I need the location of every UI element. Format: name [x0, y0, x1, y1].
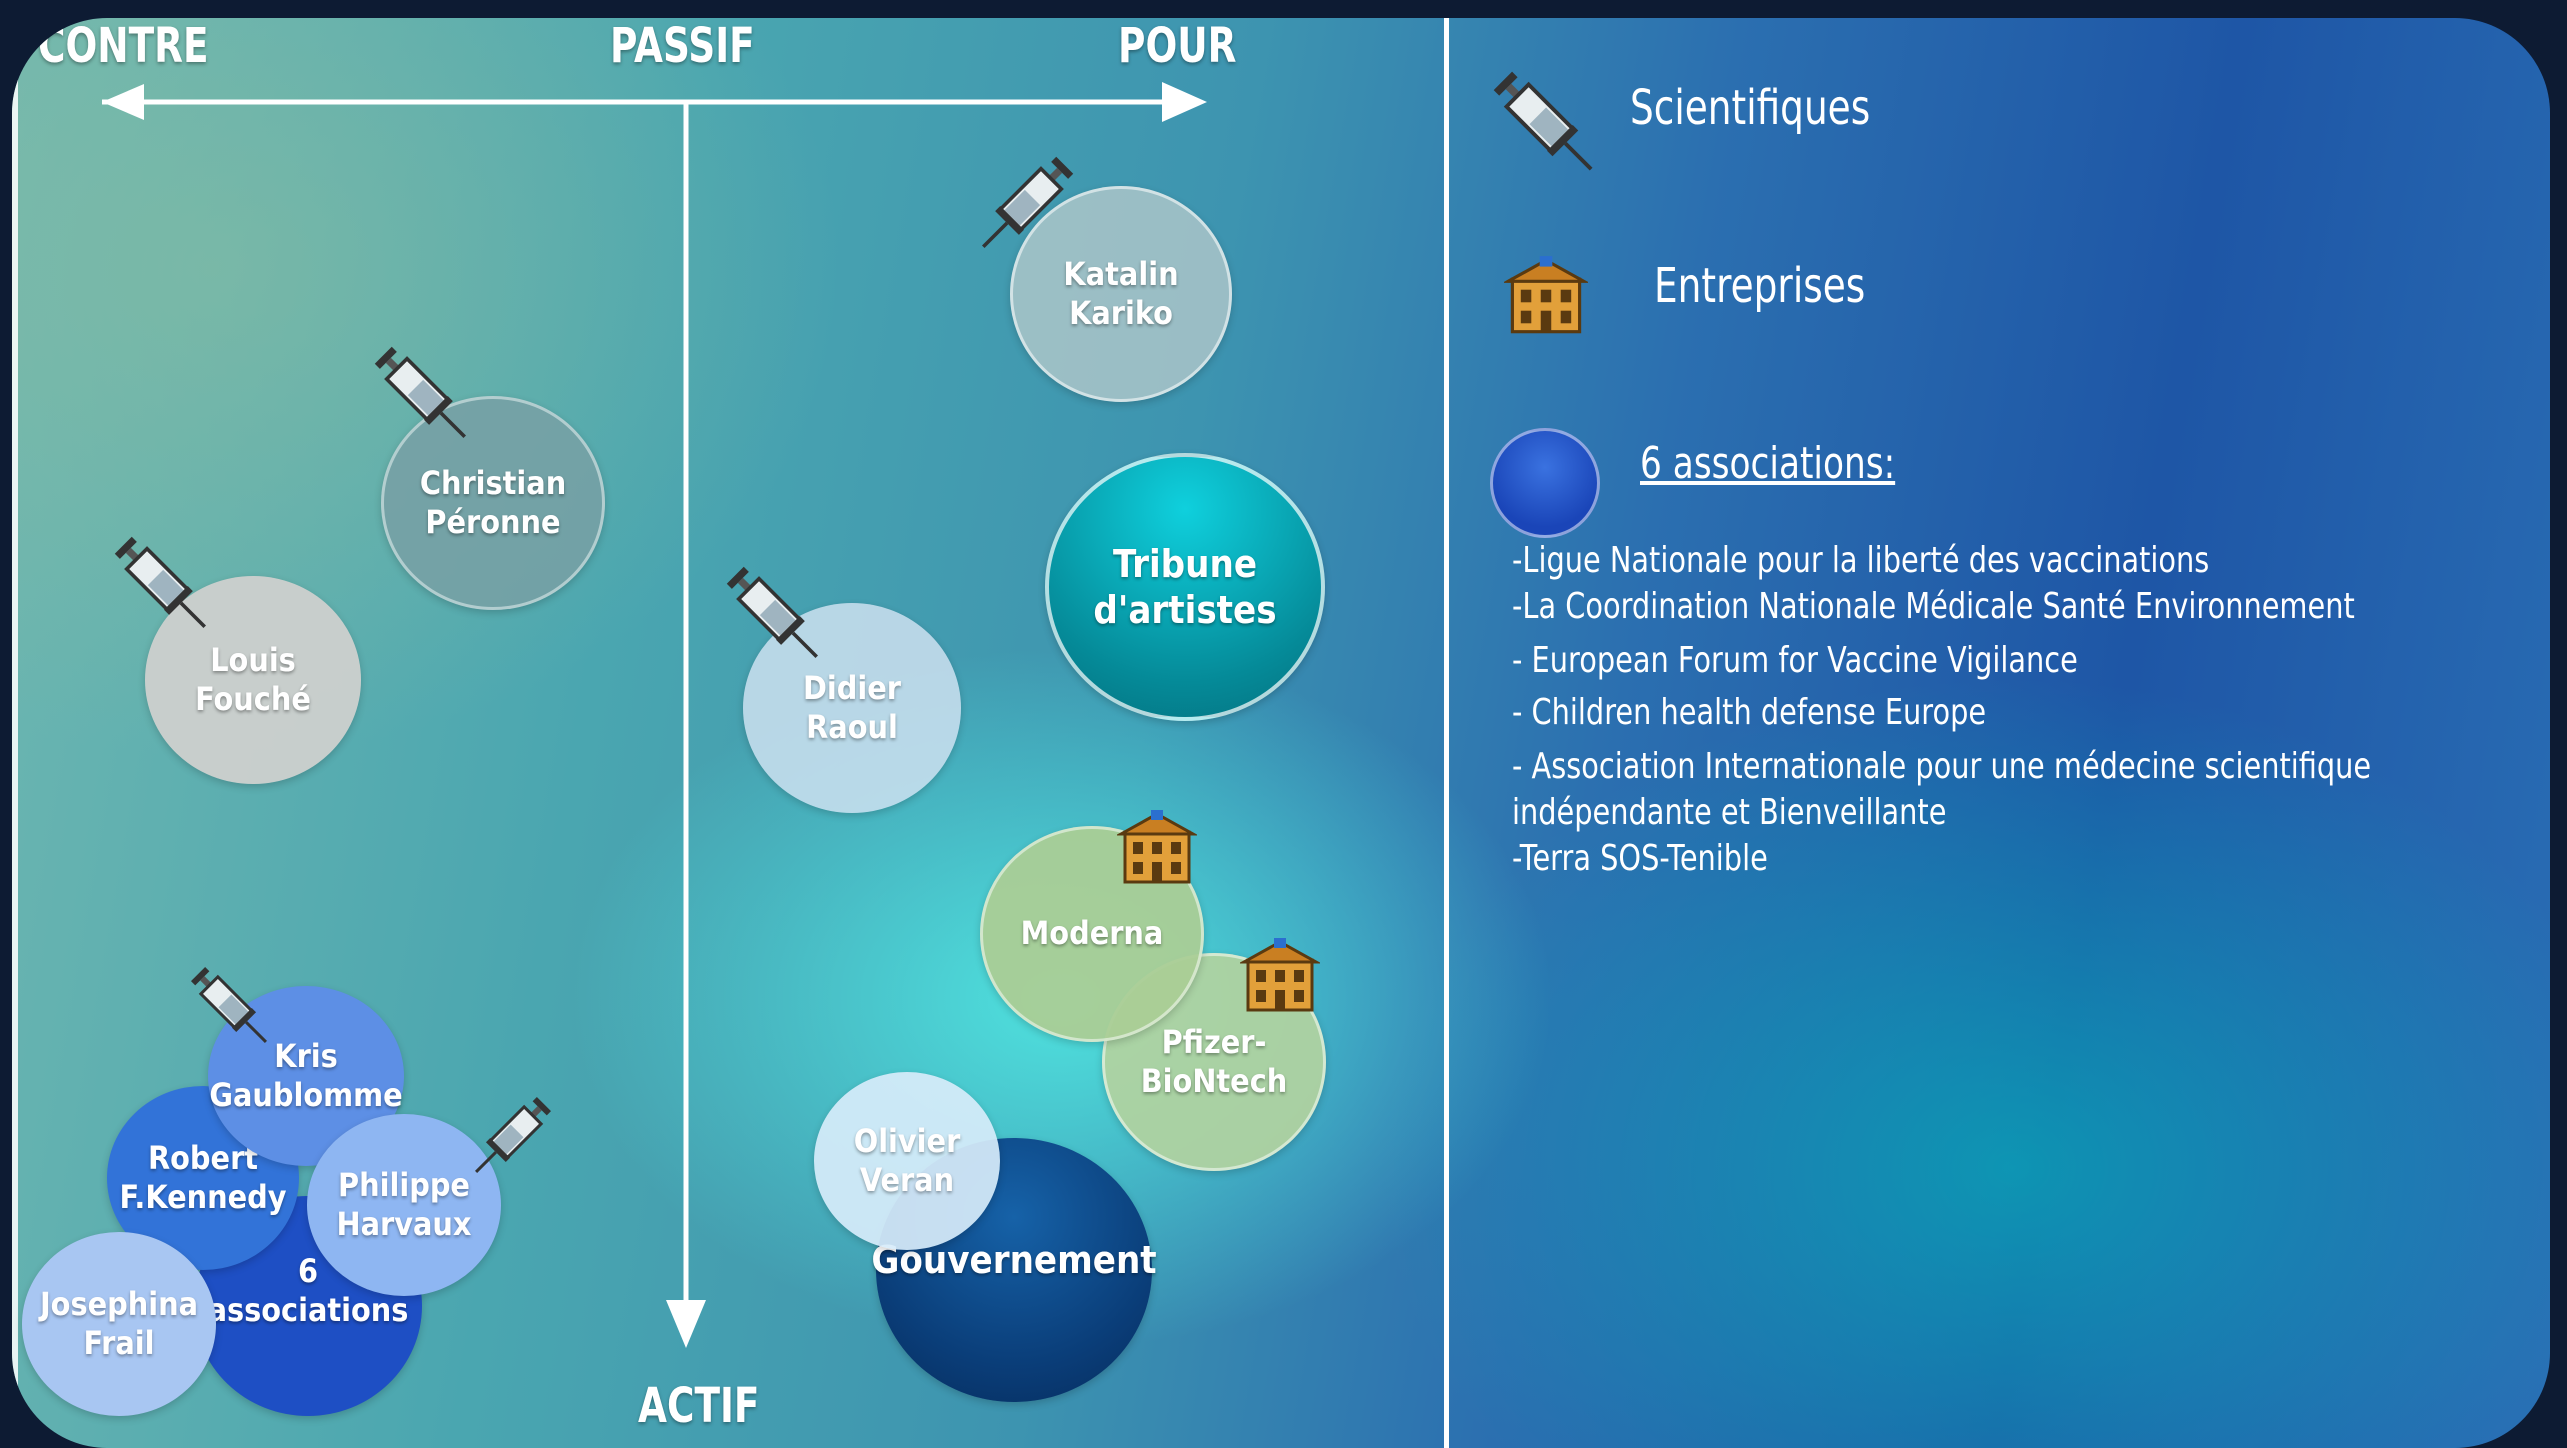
bubble-louis-fouche: Louis Fouché — [145, 576, 361, 784]
panel-divider — [1444, 18, 1449, 1448]
syringe-icon — [1493, 71, 1593, 171]
down-arrowhead — [666, 1300, 706, 1348]
bubble-olivier-veran: Olivier Veran — [814, 1072, 1000, 1250]
syringe-icon — [374, 346, 467, 439]
syringe-icon — [474, 1096, 552, 1174]
association-item: indépendante et Bienveillante — [1512, 792, 1947, 833]
left-arrowhead — [102, 84, 144, 120]
bubble-josephina-frail: Josephina Frail — [22, 1232, 216, 1416]
legend-companies-label: Entreprises — [1654, 258, 1866, 314]
axis-label-contre: CONTRE — [38, 18, 209, 74]
right-arrowhead — [1162, 82, 1207, 122]
building-icon — [1240, 938, 1320, 1012]
association-item: -Terra SOS-Tenible — [1512, 838, 1768, 879]
axis-label-actif: ACTIF — [638, 1378, 760, 1434]
association-item: - Children health defense Europe — [1512, 692, 1987, 733]
syringe-icon — [726, 566, 819, 659]
legend-scientists-label: Scientifiques — [1630, 80, 1871, 136]
bubble-katalin-kariko: Katalin Kariko — [1010, 186, 1232, 402]
bubble-didier-raoult: Didier Raoul — [743, 603, 961, 813]
bubble-philippe-harvaux: Philippe Harvaux — [307, 1114, 501, 1296]
building-icon — [1117, 810, 1197, 884]
axis-label-passif: PASSIF — [610, 18, 755, 74]
bubble-tribune-artistes: Tribune d'artistes — [1045, 453, 1325, 721]
legend-association-dot — [1490, 428, 1600, 538]
axis-label-pour: POUR — [1118, 18, 1237, 74]
association-item: - European Forum for Vaccine Vigilance — [1512, 640, 2078, 681]
stakeholder-map: CONTRE PASSIF POUR ACTIF Katalin Kariko … — [12, 18, 2550, 1448]
legend-associations-label: 6 associations: — [1640, 438, 1896, 489]
syringe-icon — [981, 156, 1074, 249]
syringe-icon — [190, 966, 268, 1044]
association-item: - Association Internationale pour une mé… — [1512, 746, 2372, 787]
frame-edge — [12, 18, 18, 1448]
bubble-robert-kennedy: Robert F.Kennedy — [107, 1086, 299, 1270]
axes — [102, 82, 1207, 1348]
bubble-christian-peronne: Christian Péronne — [381, 396, 605, 610]
syringe-icon — [114, 536, 207, 629]
building-icon — [1504, 256, 1588, 334]
association-item: -La Coordination Nationale Médicale Sant… — [1512, 586, 2355, 627]
association-list: -Ligue Nationale pour la liberté des vac… — [1512, 538, 2412, 882]
association-item: -Ligue Nationale pour la liberté des vac… — [1512, 540, 2210, 581]
